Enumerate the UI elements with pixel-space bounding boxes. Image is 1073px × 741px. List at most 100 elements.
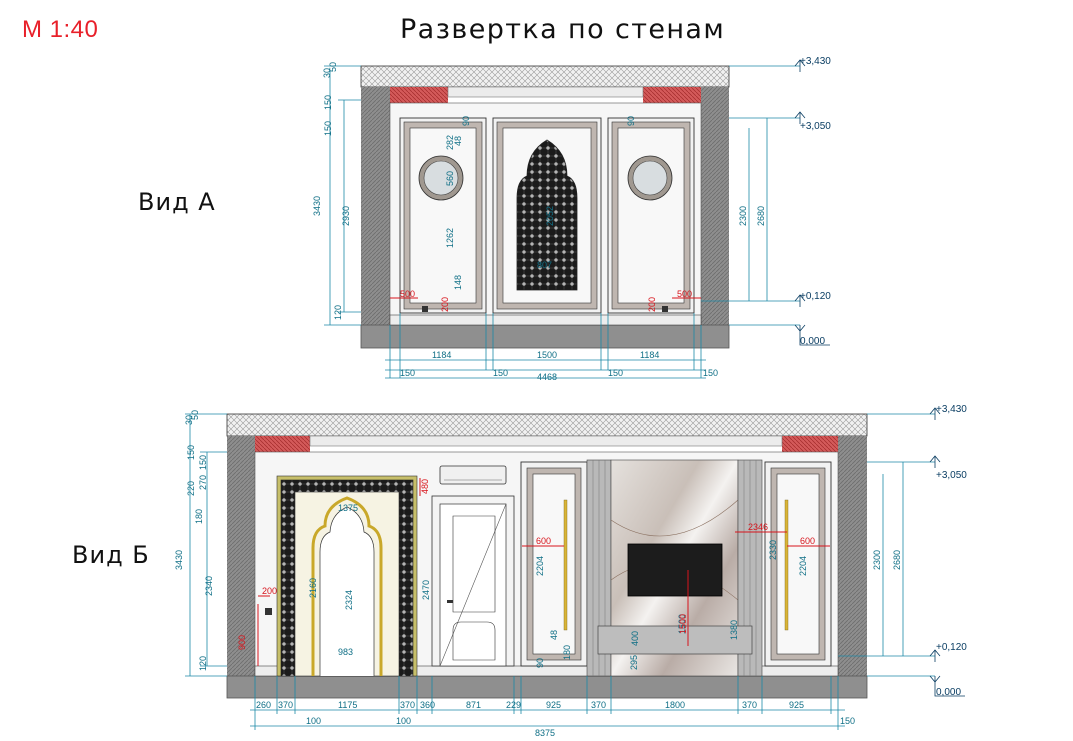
dim-a-bottom2: 150 [703,368,718,378]
level-a-plinth: +0,120 [800,291,831,302]
dim-b-bottom: 370 [278,700,293,710]
cove-light-b [309,435,783,447]
cornice-left-a [390,87,448,103]
dim-b-red: 600 [800,536,815,546]
door-b [431,495,515,667]
dim-a-panel: 148 [453,275,463,290]
cornice-right-b [782,436,838,452]
dim-b-red: 2346 [748,522,768,532]
dim-b-inner: 2204 [535,556,545,576]
dim-b-inner: 1380 [729,620,739,640]
dim-a-bottom: 1184 [432,350,451,360]
panel-right-a [607,117,695,314]
dim-a-panel: 1262 [445,228,455,248]
dim-b-red: 200 [262,586,277,596]
dim-b-inner: 48 [549,630,559,640]
ac-unit-b [439,465,507,485]
panel-b-left [520,461,588,667]
floor-slab-b [226,675,868,699]
dim-b-right: 2680 [892,550,902,570]
dim-b-inner: 2470 [421,580,431,600]
wall-left-b [227,436,255,676]
panel-center-a [492,117,602,314]
dim-a-bottom2: 150 [608,368,623,378]
cornice-right-a [643,87,701,103]
dim-b-bottom: 925 [789,700,804,710]
dim-a-left: 50 [328,62,338,72]
dim-a-bottom: 1184 [640,350,659,360]
dim-a-bottom: 1500 [537,350,557,360]
panel-b-right [764,461,832,667]
level-a-ceiling: +3,050 [800,121,831,132]
dim-a-panel: 48 [453,136,463,146]
scale-label: М 1:40 [22,16,99,43]
dim-b-inner: 1375 [338,503,358,513]
dim-b-bottom: 370 [742,700,757,710]
level-a-top: +3,430 [800,56,831,67]
dim-b-left: 220 [186,481,196,496]
dim-a-left: 3430 [312,196,322,216]
dim-b-left: 270 [198,475,208,490]
tv-wall-b [586,459,763,677]
dim-b-bottom: 1175 [338,700,357,710]
level-a-floor: 0,000 [800,336,825,347]
view-a-label: Вид А [138,188,216,216]
dim-a-left: 120 [333,305,343,320]
dim-b-inner: 2160 [308,578,318,598]
panel-left-a [399,117,487,314]
dim-a-right: 2680 [756,206,766,226]
dim-b-inner: 295 [629,655,639,670]
dim-a-left: 30 [322,68,332,78]
dim-b-left: 150 [186,445,196,460]
dim-a-bottom2: 150 [493,368,508,378]
view-a-drawing [324,59,830,379]
level-b-ceiling: +3,050 [936,470,967,481]
level-b-top: +3,430 [936,404,967,415]
dim-b-bottom: 370 [591,700,606,710]
dim-b-bottom: 360 [420,700,435,710]
dim-b-left: 3430 [174,550,184,570]
dim-a-panel: 90 [461,116,471,126]
dim-a-red: 200 [647,297,657,312]
dim-b-inner: 400 [630,631,640,646]
level-b-floor: 0,000 [936,687,961,698]
dim-a-left: 150 [323,121,333,136]
dim-b-left: 30 [184,415,194,425]
dim-b-bottom: 260 [256,700,271,710]
dim-b-bottom: 370 [400,700,415,710]
arch-niche-b [276,475,418,677]
wall-right-b [838,436,867,676]
dim-b-left: 150 [198,455,208,470]
dim-b-inner: 90 [535,658,545,668]
dim-a-right: 2300 [738,206,748,226]
floor-slab-a [360,324,730,349]
dim-b-red: 480 [420,479,430,494]
dim-b-left: 180 [194,509,204,524]
dim-b-left: 120 [198,656,208,671]
dim-b-inner: 983 [338,647,353,657]
tv-console [597,625,753,655]
dim-b-bottom: 1800 [665,700,685,710]
dim-a-bottom2: 150 [400,368,415,378]
dim-b-inner: 2324 [344,590,354,610]
dim-a-left: 150 [323,95,333,110]
dim-b-bottom: 229 [506,700,521,710]
drawing-title: Развертка по стенам [400,14,726,45]
dim-b-bottom: 871 [466,700,481,710]
dim-a-red: 200 [440,297,450,312]
dim-b-red: 1500 [678,614,688,634]
dim-a-panel: 807 [537,260,552,270]
cove-light-a [447,86,644,98]
dim-b-left: 50 [190,410,200,420]
socket-right-a [662,306,668,312]
tv-screen [627,543,723,597]
wall-left-a [361,87,390,325]
dim-b-bottom2: 150 [840,716,855,726]
dim-a-red: 500 [677,289,692,299]
cornice-left-b [255,436,310,452]
ceiling-slab-b [226,413,868,437]
dim-b-inner: 2330 [768,540,778,560]
dim-b-inner: 2204 [798,556,808,576]
dim-a-red: 500 [400,289,415,299]
wall-right-a [701,87,729,325]
